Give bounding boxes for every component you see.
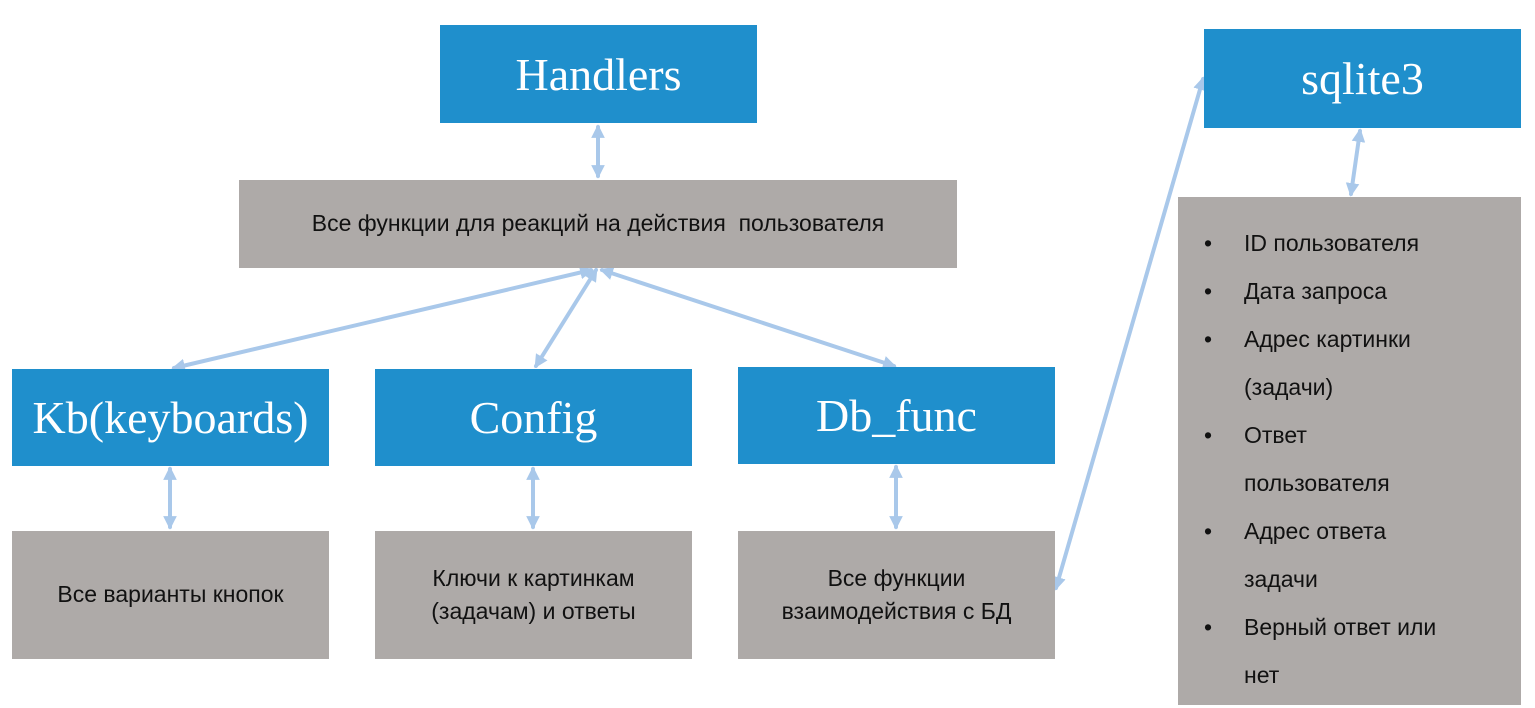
db-func-description-box: Все функции взаимодействия с БД bbox=[738, 531, 1055, 659]
arrow-db-func-description-to-sqlite3 bbox=[1052, 76, 1207, 591]
field-request-date: Дата запроса bbox=[1244, 278, 1387, 304]
handlers-title: Handlers bbox=[515, 48, 682, 100]
field-list-item: Адрес картинки (задачи) bbox=[1178, 315, 1521, 411]
field-list-item: Верный ответ или нет bbox=[1178, 603, 1521, 699]
db-func-description-line-2: взаимодействия с БД bbox=[781, 598, 1012, 624]
db-func-title: Db_func bbox=[816, 390, 977, 441]
field-list-item: Адрес ответа задачи bbox=[1178, 507, 1521, 603]
kb-description: Все варианты кнопок bbox=[57, 581, 284, 608]
kb-title: Kb(keyboards) bbox=[32, 392, 309, 443]
field-image-address: Адрес картинки bbox=[1244, 326, 1411, 352]
sqlite3-fields-box: ID пользователя Дата запроса Адрес карти… bbox=[1178, 197, 1521, 705]
arrow-handlers-description-to-db-func bbox=[599, 266, 897, 370]
config-description-line-2: (задачам) и ответы bbox=[431, 598, 636, 624]
config-description-box: Ключи к картинкам (задачам) и ответы bbox=[375, 531, 692, 659]
arrow-sqlite3-to-fields bbox=[1345, 128, 1366, 197]
handlers-description: Все функции для реакций на действия поль… bbox=[311, 210, 885, 237]
handlers-description-box: Все функции для реакций на действия поль… bbox=[239, 180, 957, 268]
sqlite3-field-list: ID пользователя Дата запроса Адрес карти… bbox=[1178, 219, 1521, 699]
config-title: Config bbox=[469, 392, 598, 443]
arrow-handlers-description-to-config bbox=[534, 267, 598, 369]
kb-description-box: Все варианты кнопок bbox=[12, 531, 329, 659]
config-description-line-1: Ключи к картинкам bbox=[432, 564, 635, 591]
field-list-item: Ответ пользователя bbox=[1178, 411, 1521, 507]
arrow-handlers-description-to-kb bbox=[171, 265, 594, 373]
field-image-address-line-2: (задачи) bbox=[1244, 374, 1334, 400]
field-answer-address-line-2: задачи bbox=[1244, 566, 1318, 592]
db-func-description-line-1: Все функции bbox=[827, 564, 966, 591]
field-list-item: Дата запроса bbox=[1178, 267, 1521, 315]
field-list-item: ID пользователя bbox=[1178, 219, 1521, 267]
sqlite3-box: sqlite3 bbox=[1204, 29, 1521, 128]
field-correct-answer: Верный ответ или bbox=[1244, 614, 1437, 640]
kb-box: Kb(keyboards) bbox=[12, 369, 329, 466]
field-user-id: ID пользователя bbox=[1244, 230, 1420, 256]
field-answer-address: Адрес ответа bbox=[1244, 518, 1387, 544]
handlers-box: Handlers bbox=[440, 25, 757, 123]
field-user-answer-line-2: пользователя bbox=[1244, 470, 1390, 496]
field-correct-answer-line-2: нет bbox=[1244, 662, 1280, 688]
sqlite3-title: sqlite3 bbox=[1301, 53, 1424, 104]
config-box: Config bbox=[375, 369, 692, 466]
db-func-box: Db_func bbox=[738, 367, 1055, 464]
field-user-answer: Ответ bbox=[1244, 422, 1307, 448]
